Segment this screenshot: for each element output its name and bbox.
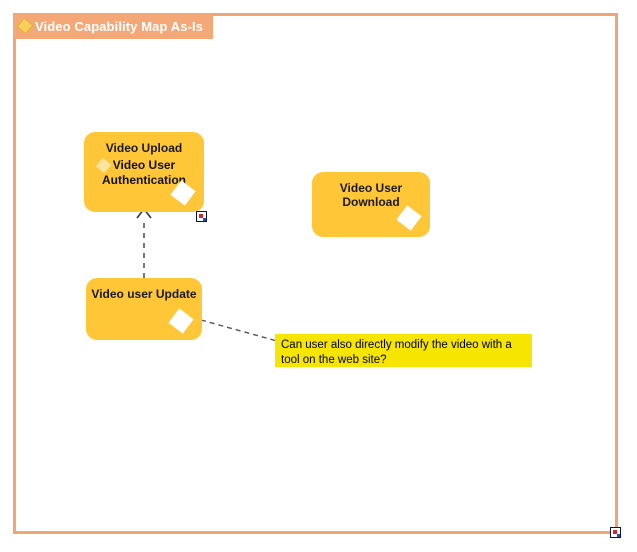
diamond-icon bbox=[16, 17, 34, 35]
note-modify-video[interactable]: Can user also directly modify the video … bbox=[275, 334, 532, 367]
resize-handle-video-upload[interactable] bbox=[196, 211, 207, 222]
note-text: Can user also directly modify the video … bbox=[281, 339, 512, 366]
node-sub-label: Video User Authentication bbox=[102, 158, 186, 187]
white-diamond-marker bbox=[396, 205, 422, 231]
page-title: Video Capability Map As-Is bbox=[35, 18, 204, 34]
white-diamond-marker bbox=[168, 308, 194, 334]
node-video-user-update[interactable]: Video user Update bbox=[86, 278, 202, 340]
diagram-title-tab[interactable]: Video Capability Map As-Is bbox=[13, 13, 214, 39]
diagram-frame bbox=[13, 13, 618, 534]
node-label: Video User Download bbox=[339, 181, 403, 209]
node-label: Video user Update bbox=[91, 287, 197, 301]
resize-handle-canvas-corner[interactable] bbox=[610, 527, 621, 538]
node-label: Video Upload bbox=[105, 141, 183, 155]
node-video-user-download[interactable]: Video User Download bbox=[312, 172, 430, 237]
node-video-upload[interactable]: Video Upload Video User Authentication bbox=[84, 132, 204, 212]
